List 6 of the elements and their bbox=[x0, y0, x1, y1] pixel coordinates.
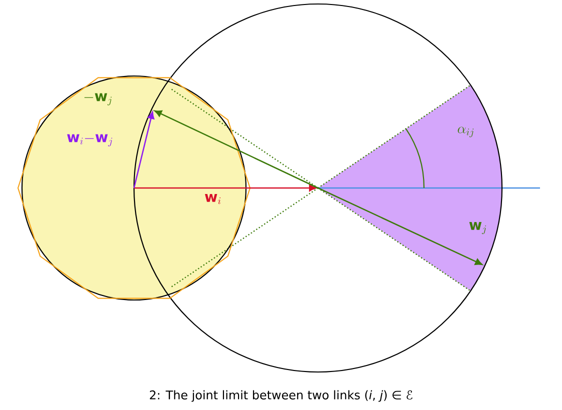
vector-label: $\mathbf{w}_j$ bbox=[469, 222, 486, 234]
caption: 2: The joint limit between two links (i, j) ∈ ℰ bbox=[150, 390, 412, 402]
vector-label: $\mathbf{w}_i{-}\mathbf{w}_j$ bbox=[67, 134, 112, 146]
angle-label: $\alpha_{ij}$ bbox=[458, 126, 474, 138]
vector-label: $\mathbf{w}_i$ bbox=[204, 194, 221, 204]
vector-label: $-\mathbf{w}_j$ bbox=[84, 93, 112, 106]
